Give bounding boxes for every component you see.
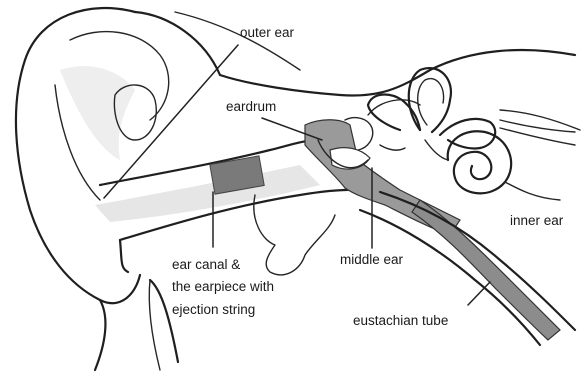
semicircular-canals — [368, 68, 495, 148]
label-ear-canal-line2: the earpiece with — [172, 279, 274, 294]
label-inner-ear: inner ear — [510, 213, 564, 228]
label-eardrum: eardrum — [226, 99, 276, 114]
label-outer-ear: outer ear — [240, 25, 295, 40]
label-middle-ear: middle ear — [340, 252, 404, 267]
leader-eustachian-tube — [468, 282, 490, 305]
label-ear-canal-line1: ear canal & — [172, 257, 240, 272]
label-ear-canal-line3: ejection string — [172, 302, 255, 317]
jaw-bone — [254, 195, 335, 275]
label-eustachian-tube: eustachian tube — [353, 313, 448, 328]
